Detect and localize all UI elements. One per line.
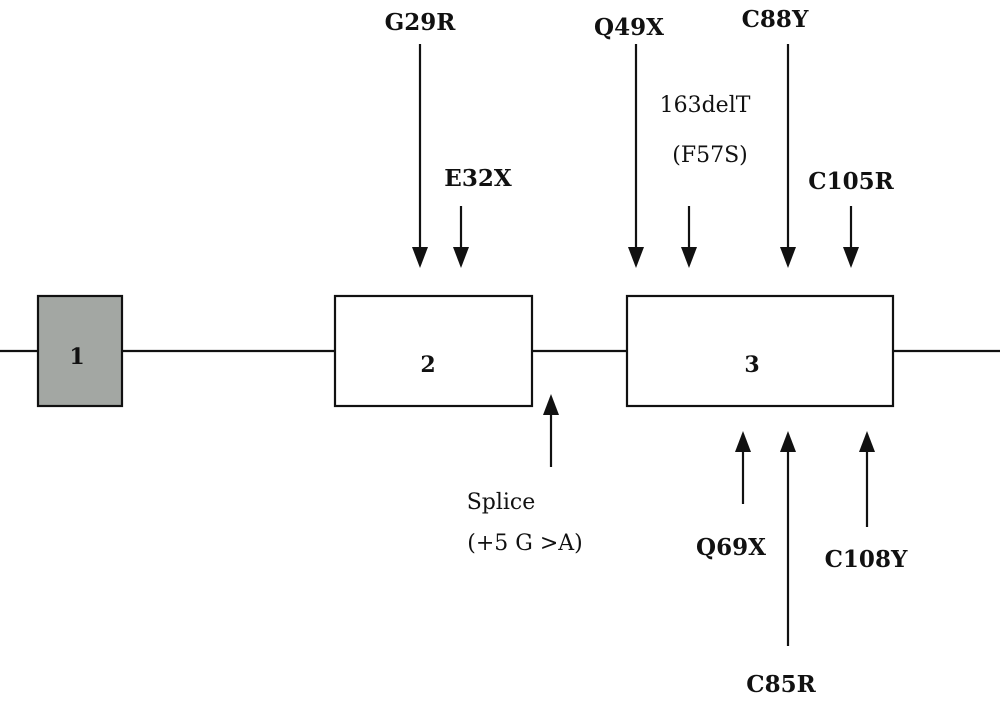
- mutation-e32x-arrowhead: [453, 247, 469, 268]
- mutation-q49x-arrowhead: [628, 247, 644, 268]
- exon-2-box: [333, 294, 534, 408]
- mutation-c105r-arrowhead: [843, 247, 859, 268]
- mutation-c105r: C105R: [808, 168, 895, 268]
- mutation-e32x: E32X: [444, 165, 512, 268]
- mutation-splice-arrowhead: [543, 394, 559, 415]
- mutation-c108y-arrowhead: [859, 431, 875, 452]
- mutation-c85r-label: C85R: [746, 671, 816, 698]
- mutation-c88y: C88Y: [742, 6, 809, 268]
- exon-1-box: [36, 294, 124, 408]
- mutation-c85r: C85R: [746, 431, 817, 698]
- mutation-splice-label: Splice: [467, 490, 536, 515]
- exon-3: 3: [625, 294, 895, 408]
- mutation-c105r-label: C105R: [808, 168, 894, 195]
- mutation-q69x: Q69X: [696, 431, 766, 561]
- mutation-q49x-label: Q49X: [594, 14, 664, 41]
- mutation-163delt: 163delT (F57S): [660, 93, 751, 268]
- mutation-g29r-arrowhead: [412, 247, 428, 268]
- mutation-e32x-label: E32X: [444, 165, 512, 192]
- mutation-q69x-label: Q69X: [696, 534, 766, 561]
- mutation-q49x: Q49X: [594, 14, 664, 268]
- mutation-c108y: C108Y: [825, 431, 908, 573]
- exon-2: 2: [333, 294, 534, 408]
- exon-1: 1: [36, 294, 124, 408]
- mutation-q69x-arrowhead: [735, 431, 751, 452]
- mutation-g29r-label: G29R: [385, 9, 457, 36]
- mutation-163delt-label: 163delT: [660, 93, 751, 118]
- mutation-c108y-label: C108Y: [825, 546, 908, 573]
- exon-3-box: [625, 294, 895, 408]
- exon-2-label: 2: [420, 352, 435, 378]
- mutation-163delt-arrowhead: [681, 247, 697, 268]
- mutation-c85r-arrowhead: [780, 431, 796, 452]
- mutation-splice-sublabel: (+5 G >A): [467, 531, 582, 556]
- exon-1-label: 1: [69, 344, 84, 370]
- mutation-c88y-label: C88Y: [742, 6, 809, 33]
- mutation-splice: Splice (+5 G >A): [467, 394, 583, 556]
- mutation-c88y-arrowhead: [780, 247, 796, 268]
- mutation-163delt-sublabel: (F57S): [672, 143, 748, 168]
- mutation-g29r: G29R: [385, 9, 457, 268]
- exon-3-label: 3: [744, 352, 759, 378]
